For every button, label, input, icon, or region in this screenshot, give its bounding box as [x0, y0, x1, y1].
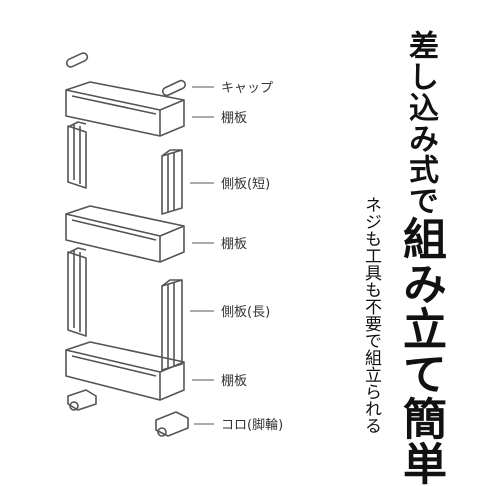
side-plate-long-right [161, 279, 183, 371]
label-side-short: 側板(短) [221, 177, 270, 192]
label-shelf-3: 棚板 [221, 374, 247, 389]
cap-left [65, 52, 89, 68]
headline: 差し込み式で組み立て簡単 [395, 30, 446, 486]
label-caster: コロ(脚輪) [221, 417, 283, 433]
headline-line-1: 差し込み式で [403, 30, 438, 216]
shelf-board-1 [65, 81, 185, 137]
caster-right [155, 411, 189, 437]
shelf-board-3 [65, 341, 185, 401]
caster-left [67, 389, 97, 411]
label-shelf-2: 棚板 [221, 237, 247, 252]
side-plate-long-left [67, 247, 87, 337]
headline-line-2: 組み立て簡単 [395, 216, 446, 486]
side-plate-short-left [67, 121, 87, 189]
label-cap: キャップ [221, 81, 273, 96]
side-plate-short-right [161, 149, 183, 215]
shelf-board-2 [65, 205, 185, 263]
subline: ネジも工具も不要で組立られる [361, 196, 381, 434]
cap-right [161, 79, 187, 97]
label-shelf-1: 棚板 [221, 111, 247, 126]
label-side-long: 側板(長) [221, 305, 270, 320]
